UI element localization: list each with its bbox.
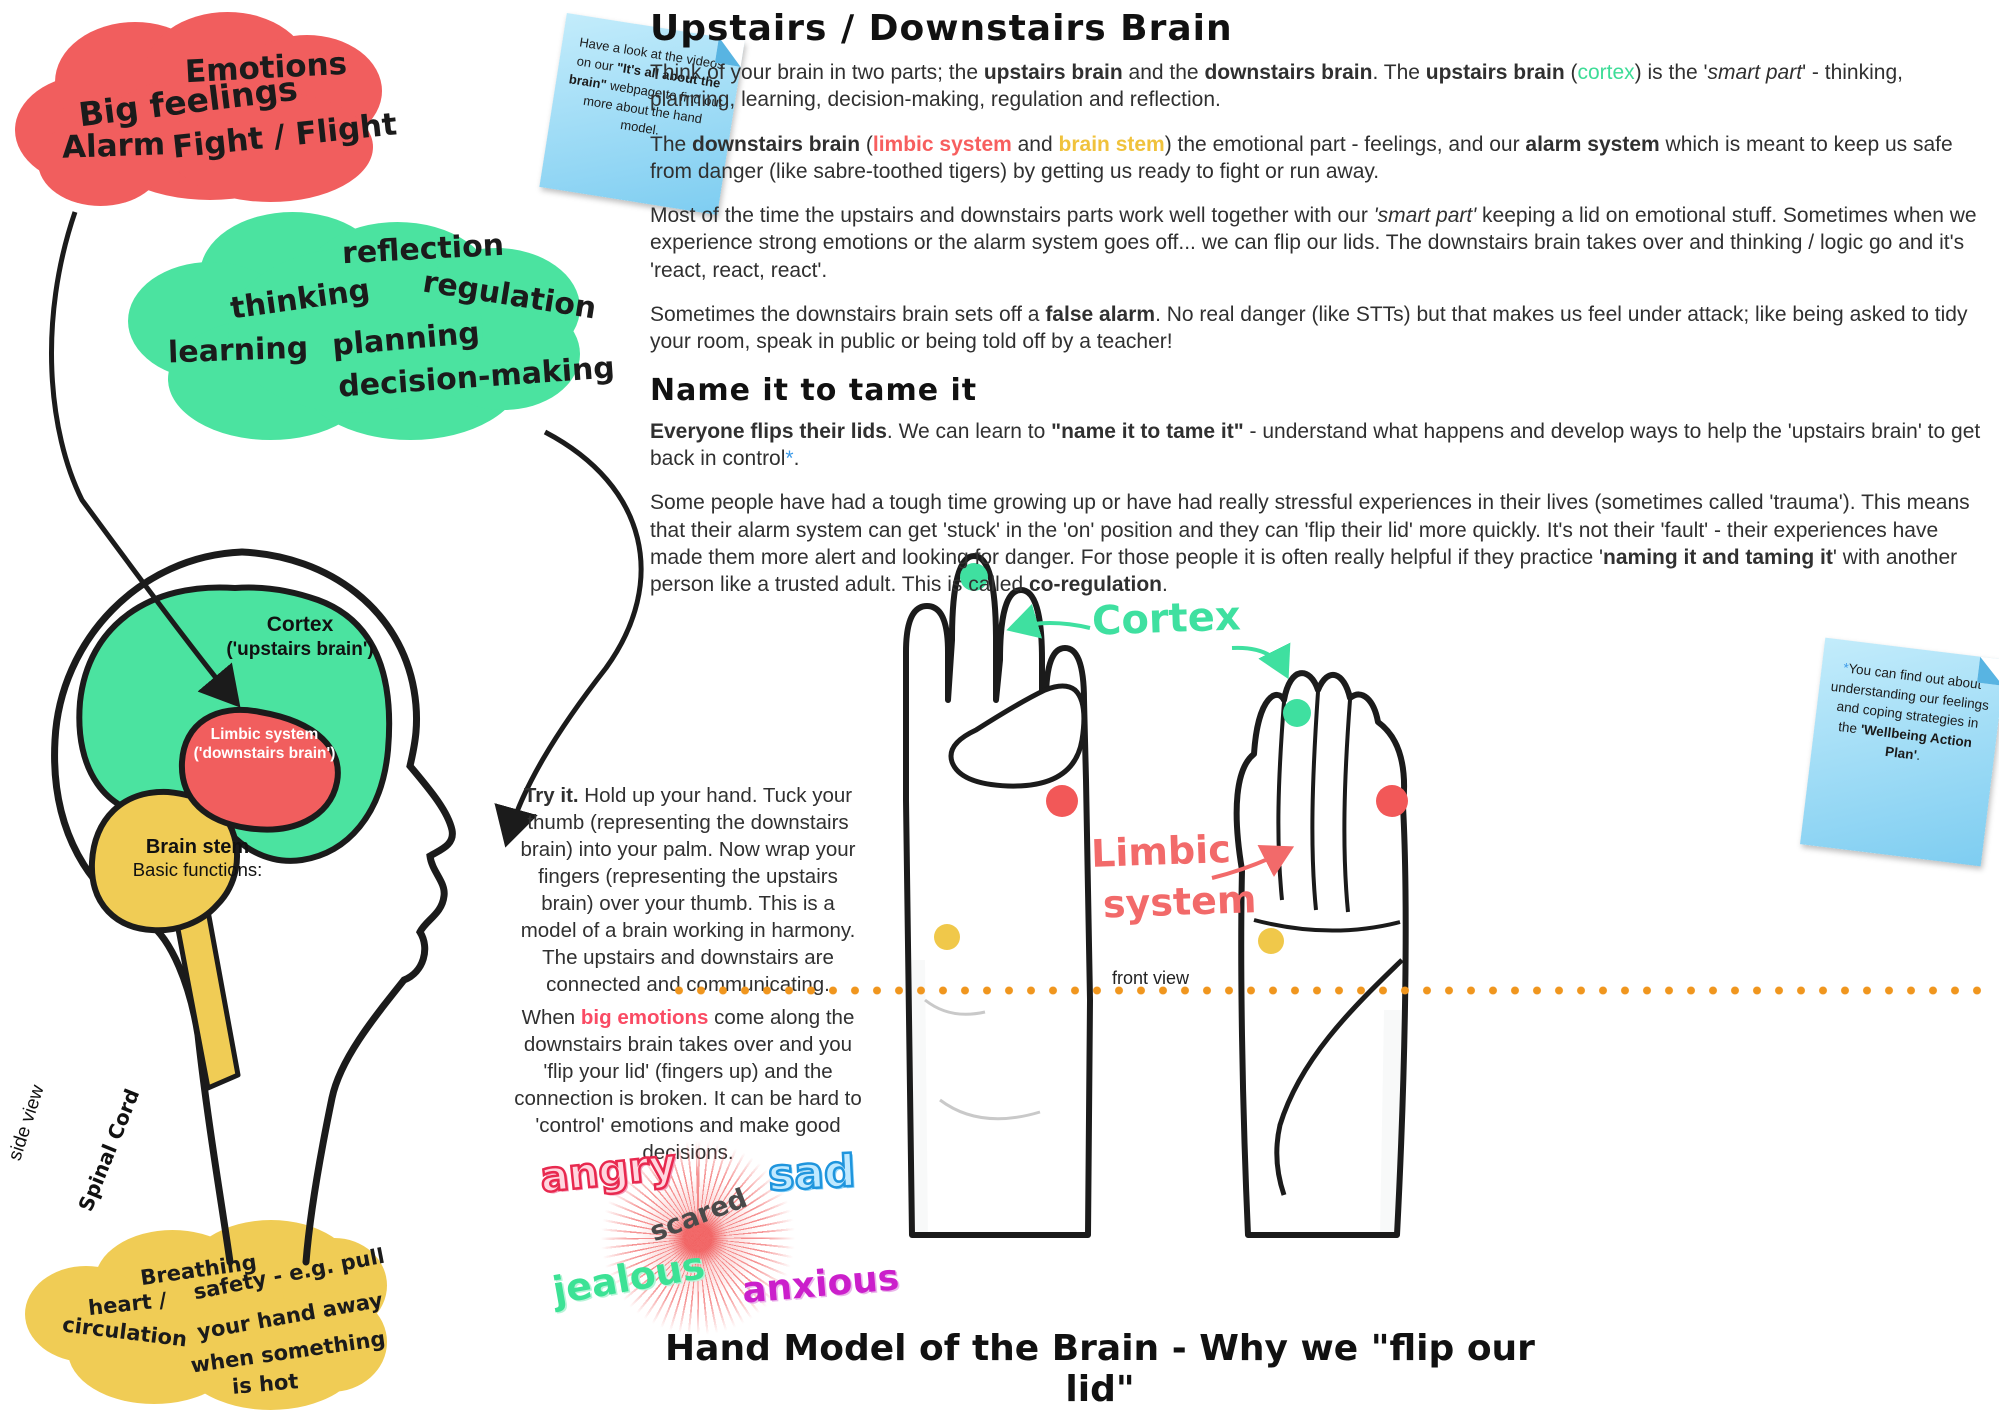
trauma-paragraph: Some people have had a tough time growin… (650, 491, 1970, 597)
side-view-label: side view (4, 1082, 49, 1164)
brainstem-region-label: Brain stem Basic functions: (132, 836, 263, 880)
hand-model-title: Hand Model of the Brain - Why we "flip o… (665, 1328, 1535, 1410)
spinal-cord-shape (171, 897, 241, 1091)
cortex-region-label: Cortex ('upstairs brain') (226, 613, 374, 661)
emotion-word-sad: sad (765, 1144, 857, 1202)
brainstem-dot-fist (1258, 928, 1284, 954)
cortex-label-arrow-right (1231, 642, 1291, 680)
green-cloud-word: learning (167, 330, 309, 371)
fist-illustration (1233, 670, 1409, 1238)
wellbeing-sticky-note: *You can find out about understanding ou… (1800, 637, 1999, 867)
red-cloud-word: Alarm (61, 126, 166, 166)
brainstem-dot-open-hand (934, 924, 960, 950)
flip-lids-paragraph: Most of the time the upstairs and downst… (650, 204, 1977, 282)
limbic-dot-fist (1376, 785, 1408, 817)
downstairs-paragraph: The downstairs brain (limbic system and … (650, 132, 1953, 183)
sticky-note-fold-corner (1977, 656, 1999, 686)
article-column: Upstairs / Downstairs Brain Think of you… (650, 8, 1990, 615)
green-cloud-to-head-arrow (494, 429, 644, 848)
open-hand-illustration (903, 553, 1093, 1238)
flip-lid-dotted-line (668, 986, 1988, 995)
false-alarm-paragraph: Sometimes the downstairs brain sets off … (650, 303, 1968, 354)
limbic-dot-open-hand (1046, 785, 1078, 817)
intro-paragraph: Think of your brain in two parts; the up… (650, 61, 1903, 112)
wellbeing-sticky-note-text: *You can find out about understanding ou… (1830, 660, 1990, 764)
page-title: Upstairs / Downstairs Brain (650, 8, 1233, 49)
hand-limbic-label: Limbic system (1090, 827, 1258, 927)
hand-cortex-label: Cortex (1091, 593, 1242, 645)
cortex-label-arrow-left (1006, 603, 1091, 639)
limbic-region-label: Limbic system ('downstairs brain') (193, 726, 336, 762)
everyone-flips-paragraph: Everyone flips their lids. We can learn … (650, 419, 1981, 470)
spinal-cord-label: Spinal Cord (73, 1085, 145, 1215)
name-it-heading: Name it to tame it (650, 372, 978, 408)
scared-starburst-graphic (600, 1140, 796, 1336)
try-it-instructions: Try it. Hold up your hand. Tuck your thu… (520, 784, 856, 997)
cortex-dot-fist (1283, 699, 1311, 727)
front-view-label: front view (1112, 968, 1190, 988)
